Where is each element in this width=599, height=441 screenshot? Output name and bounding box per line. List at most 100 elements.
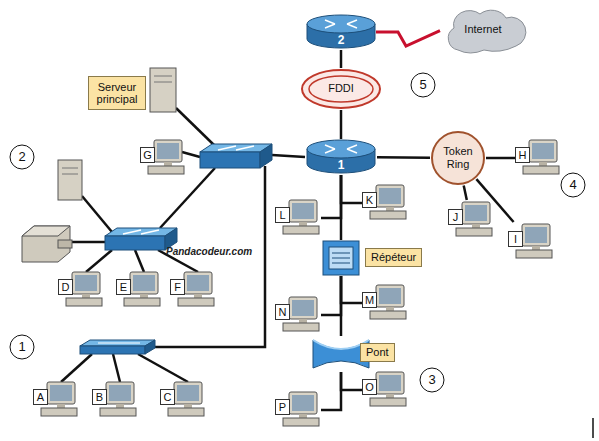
screen [75, 275, 97, 291]
hub-front [80, 346, 145, 354]
switch-wires [61, 108, 305, 382]
monitor [154, 140, 182, 162]
router-number: 2 [305, 33, 377, 47]
computer: O [362, 370, 408, 410]
server-tower [58, 160, 82, 200]
device-label: Répéteur [365, 248, 422, 267]
computer-letter: E [116, 279, 131, 295]
computer: C [160, 380, 206, 420]
router-arrows [325, 20, 357, 28]
stand [299, 222, 307, 226]
wire [70, 241, 105, 244]
stand [386, 307, 394, 311]
watermark: Pandacodeur.com [166, 246, 252, 257]
stand [116, 404, 124, 408]
callout-number: 4 [561, 173, 585, 197]
monitor [529, 140, 557, 162]
stand [386, 207, 394, 211]
computer: N [275, 295, 321, 335]
base [124, 298, 160, 306]
arrow-mark [236, 146, 254, 150]
computer-letter: A [33, 389, 48, 405]
switch-side [260, 144, 272, 168]
computer: P [275, 390, 321, 430]
tower-body [58, 160, 82, 200]
computer: G [140, 138, 186, 178]
arrow-mark [347, 20, 357, 24]
computer-letter: C [160, 389, 175, 405]
monitor [376, 372, 404, 394]
wire [86, 250, 112, 272]
drive-slot [154, 82, 172, 83]
monitor [289, 392, 317, 414]
stand [82, 294, 90, 298]
base [456, 228, 492, 236]
hub-top [80, 340, 155, 346]
screen [532, 143, 554, 159]
monitor [130, 272, 158, 294]
base [41, 408, 77, 416]
monitor [106, 382, 134, 404]
computer: I [508, 222, 554, 262]
router-number: 1 [305, 158, 377, 172]
base [370, 211, 406, 219]
hub-arrows [98, 342, 140, 343]
stand [532, 246, 540, 250]
monitor [462, 202, 490, 224]
network-link [341, 372, 362, 390]
computer-letter: F [170, 279, 185, 295]
stand [194, 294, 202, 298]
arrow-mark [325, 24, 335, 28]
arrow-mark [325, 149, 335, 153]
arrow-mark [123, 230, 141, 234]
ring-label: Token Ring [434, 145, 482, 171]
arrow-mark [98, 342, 140, 343]
printer-top [22, 226, 70, 236]
screen [133, 275, 155, 291]
drive-slot [154, 76, 172, 77]
base [516, 250, 552, 258]
wire [155, 166, 265, 347]
panel-line [332, 258, 350, 259]
computer-letter: G [140, 147, 155, 163]
network-link [486, 157, 515, 160]
wire [182, 152, 200, 157]
drive-slot [62, 168, 78, 169]
computer-letter: B [92, 389, 107, 405]
stand [164, 162, 172, 166]
fddi-ring: FDDI [300, 68, 382, 110]
internet-cloud: Internet [440, 4, 526, 56]
base [523, 166, 559, 174]
computer-letter: M [362, 292, 377, 308]
wire [272, 155, 305, 157]
main-switch [200, 144, 272, 168]
router-arrows [325, 145, 357, 153]
screen [379, 288, 401, 304]
computer: F [170, 270, 216, 310]
stand [140, 294, 148, 298]
base [178, 298, 214, 306]
network-link [341, 276, 362, 303]
callout-number: 1 [10, 335, 34, 359]
computer: A [33, 380, 79, 420]
callout-number: 5 [411, 73, 435, 97]
ring-label: FDDI [300, 82, 382, 95]
wire [138, 354, 188, 382]
base [100, 408, 136, 416]
computer-letter: J [448, 209, 463, 225]
screen [379, 375, 401, 391]
network-link [340, 50, 343, 68]
base [370, 311, 406, 319]
edge-mark [592, 418, 594, 438]
router: 1 [305, 139, 377, 175]
monitor [47, 382, 75, 404]
network-link [321, 276, 341, 315]
computer: H [515, 138, 561, 178]
server-label-box: Serveur principal [88, 76, 146, 110]
base [168, 408, 204, 416]
arrow-mark [347, 24, 357, 28]
device-label: Pont [360, 343, 395, 362]
callout-number: 2 [10, 145, 34, 169]
computer: L [275, 198, 321, 238]
